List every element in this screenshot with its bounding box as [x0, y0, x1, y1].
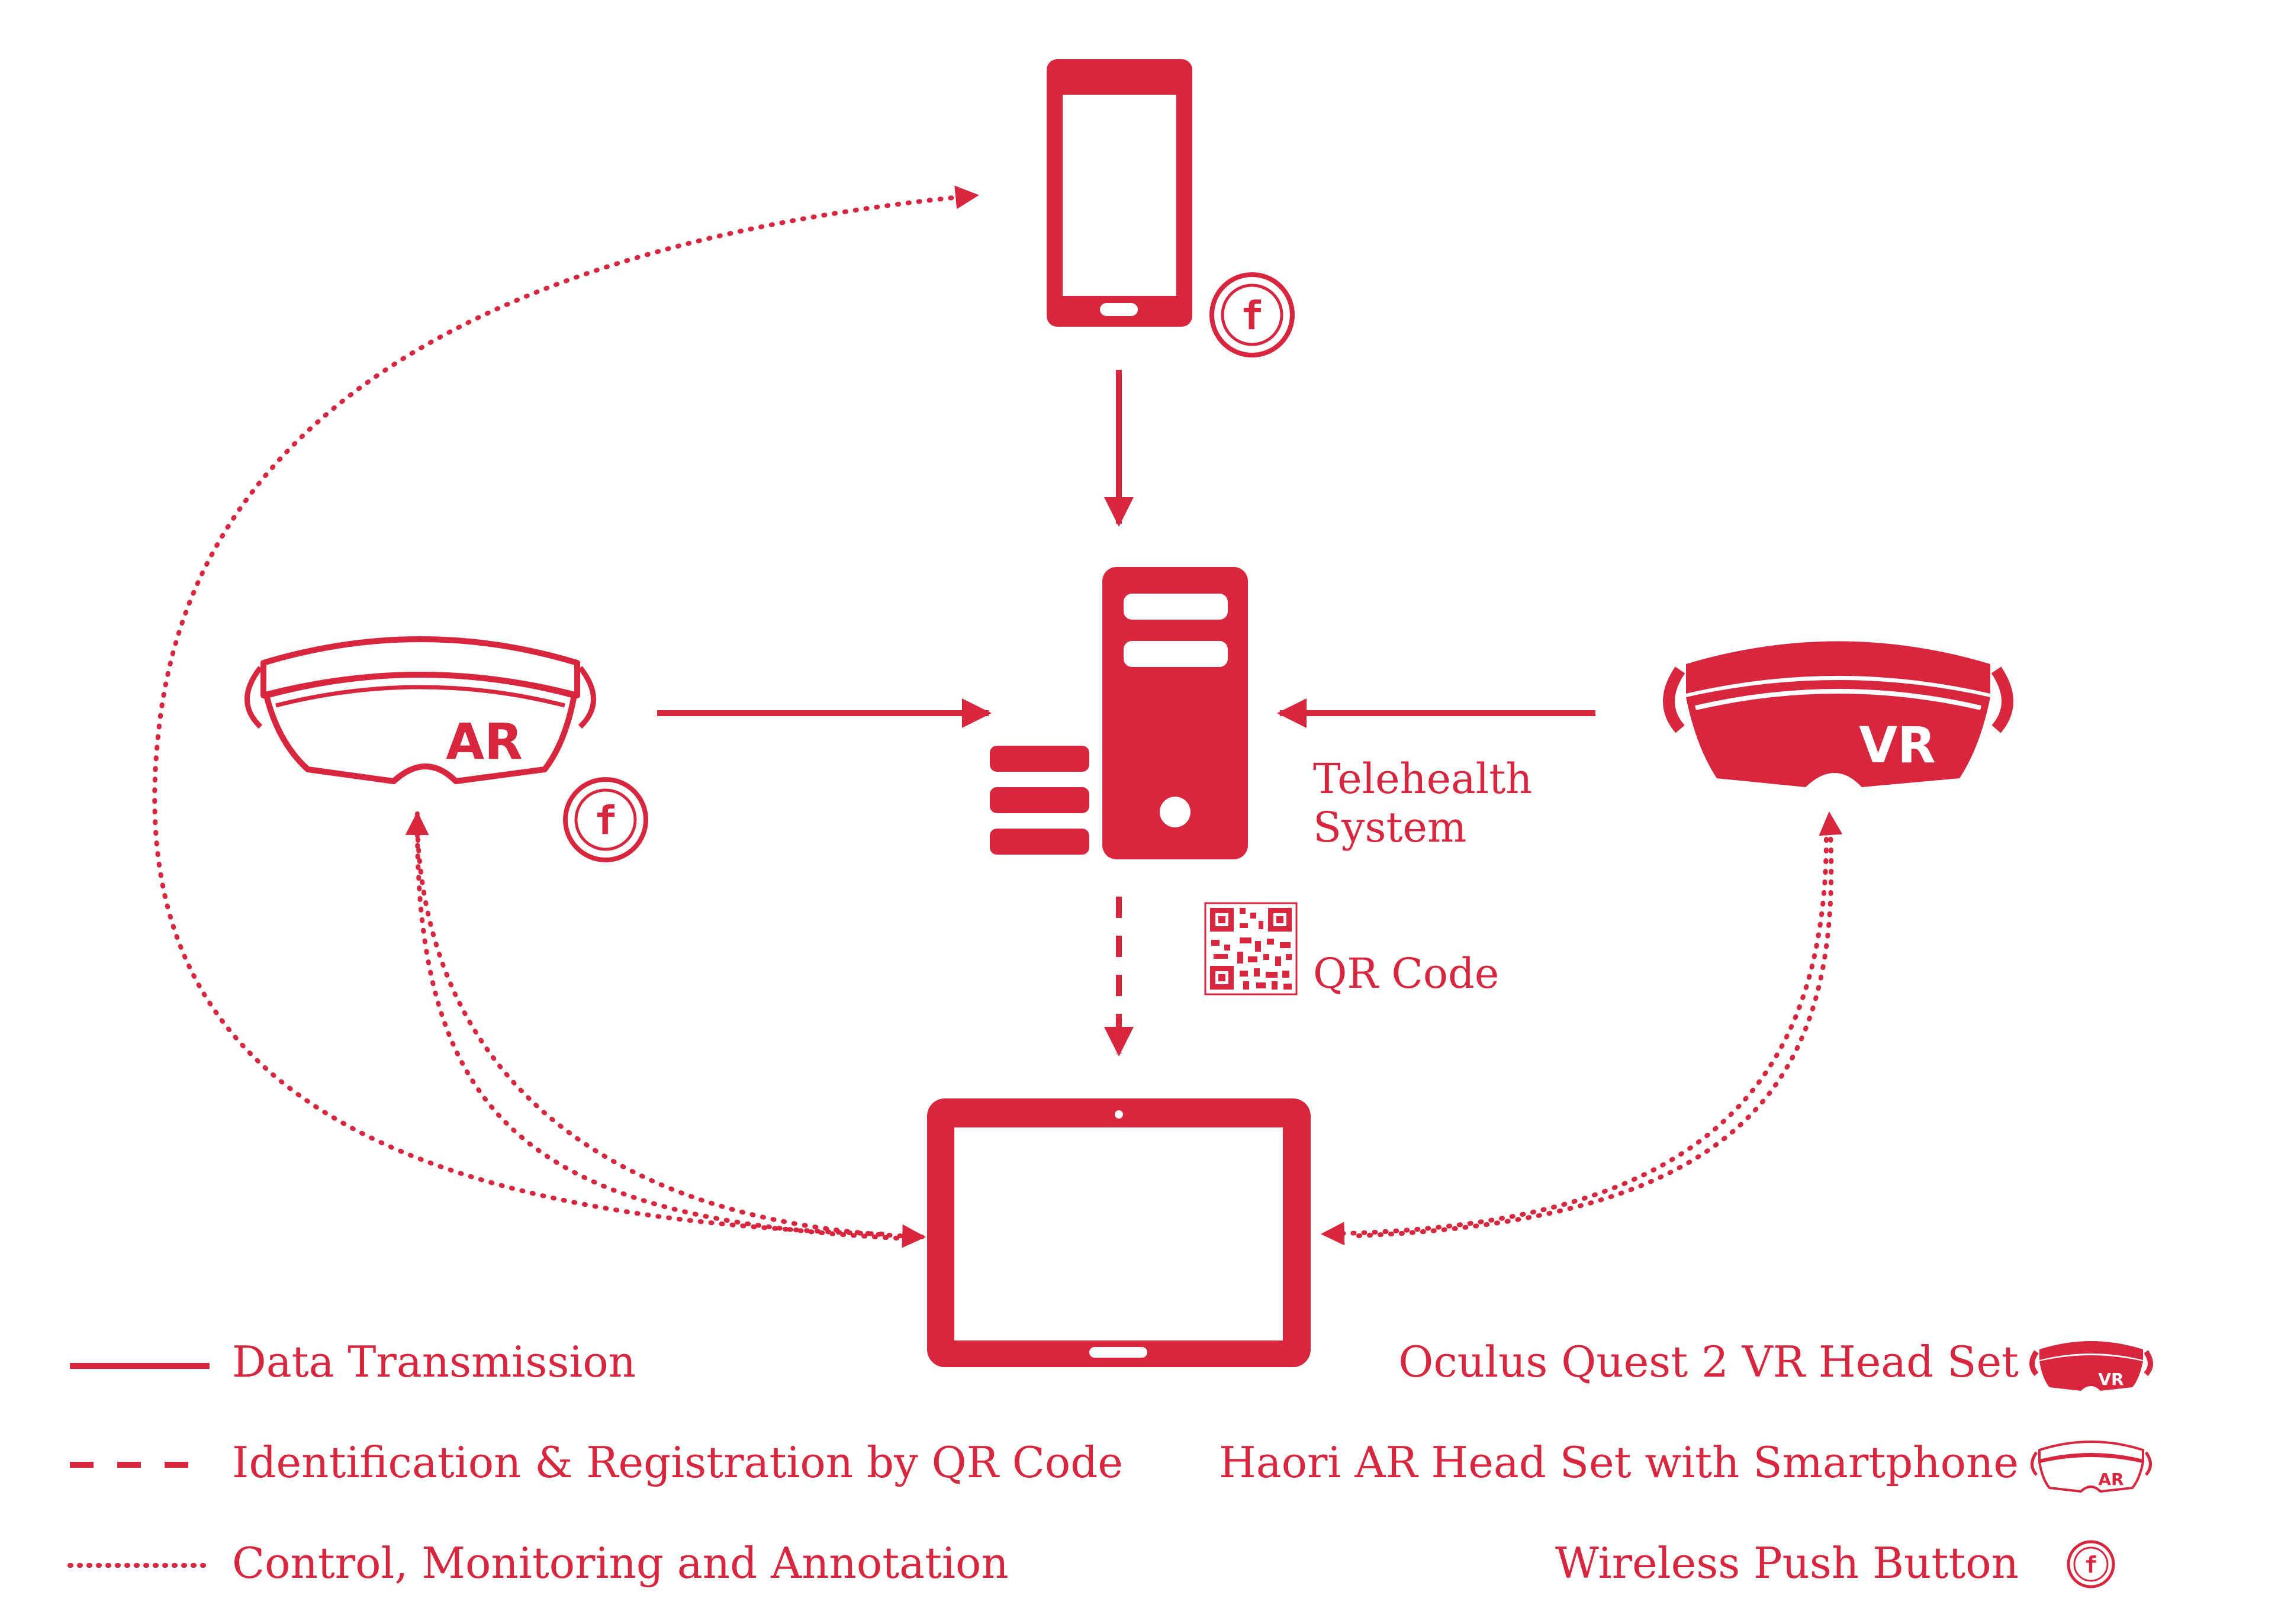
dotted-tablet-to-ar [405, 811, 899, 1240]
legend-push-button: Wireless Push Button [1555, 1538, 2019, 1588]
ar-headset-icon: AR [2031, 1441, 2152, 1493]
qr-code-label: QR Code [1313, 949, 1500, 998]
legend-identification-registration: Identification & Registration by QR Code [232, 1438, 1123, 1487]
wireless-push-button-icon: f [1209, 272, 1295, 357]
vr-headset-icon: VR [1663, 641, 2013, 787]
tablet-icon [927, 1098, 1311, 1367]
telehealth-label-line2: System [1313, 803, 1467, 852]
push-button-glyph: f [1240, 293, 1264, 339]
legend-ar-badge: AR [2098, 1470, 2123, 1489]
legend-vr-headset: Oculus Quest 2 VR Head Set [1398, 1337, 2019, 1387]
ar-headset-icon: AR [244, 636, 596, 784]
legend-push-button-glyph: f [2084, 1552, 2098, 1578]
telehealth-label-line1: Telehealth [1313, 755, 1533, 803]
qr-code-icon [1204, 902, 1298, 995]
legend-ar-headset: Haori AR Head Set with Smartphone [1218, 1438, 2019, 1487]
dotted-ar-to-tablet [415, 826, 926, 1248]
legend-control-monitoring: Control, Monitoring and Annotation [232, 1538, 1009, 1588]
vr-headset-badge: VR [1859, 716, 1936, 774]
smartphone-icon [1047, 59, 1192, 327]
dotted-vr-to-tablet [1321, 826, 1829, 1246]
wireless-push-button-icon: f [563, 777, 648, 862]
telehealth-system-label: Telehealth System [1313, 755, 1532, 852]
ar-headset-badge: AR [446, 713, 523, 771]
wireless-push-button-icon: f [2067, 1540, 2115, 1588]
push-button-glyph: f [594, 798, 617, 843]
dotted-tablet-to-vr [1356, 811, 1843, 1238]
legend-vr-badge: VR [2098, 1370, 2123, 1389]
vr-headset-icon: VR [2029, 1341, 2153, 1391]
server-icon [990, 567, 1248, 859]
legend-data-transmission: Data Transmission [232, 1337, 636, 1387]
